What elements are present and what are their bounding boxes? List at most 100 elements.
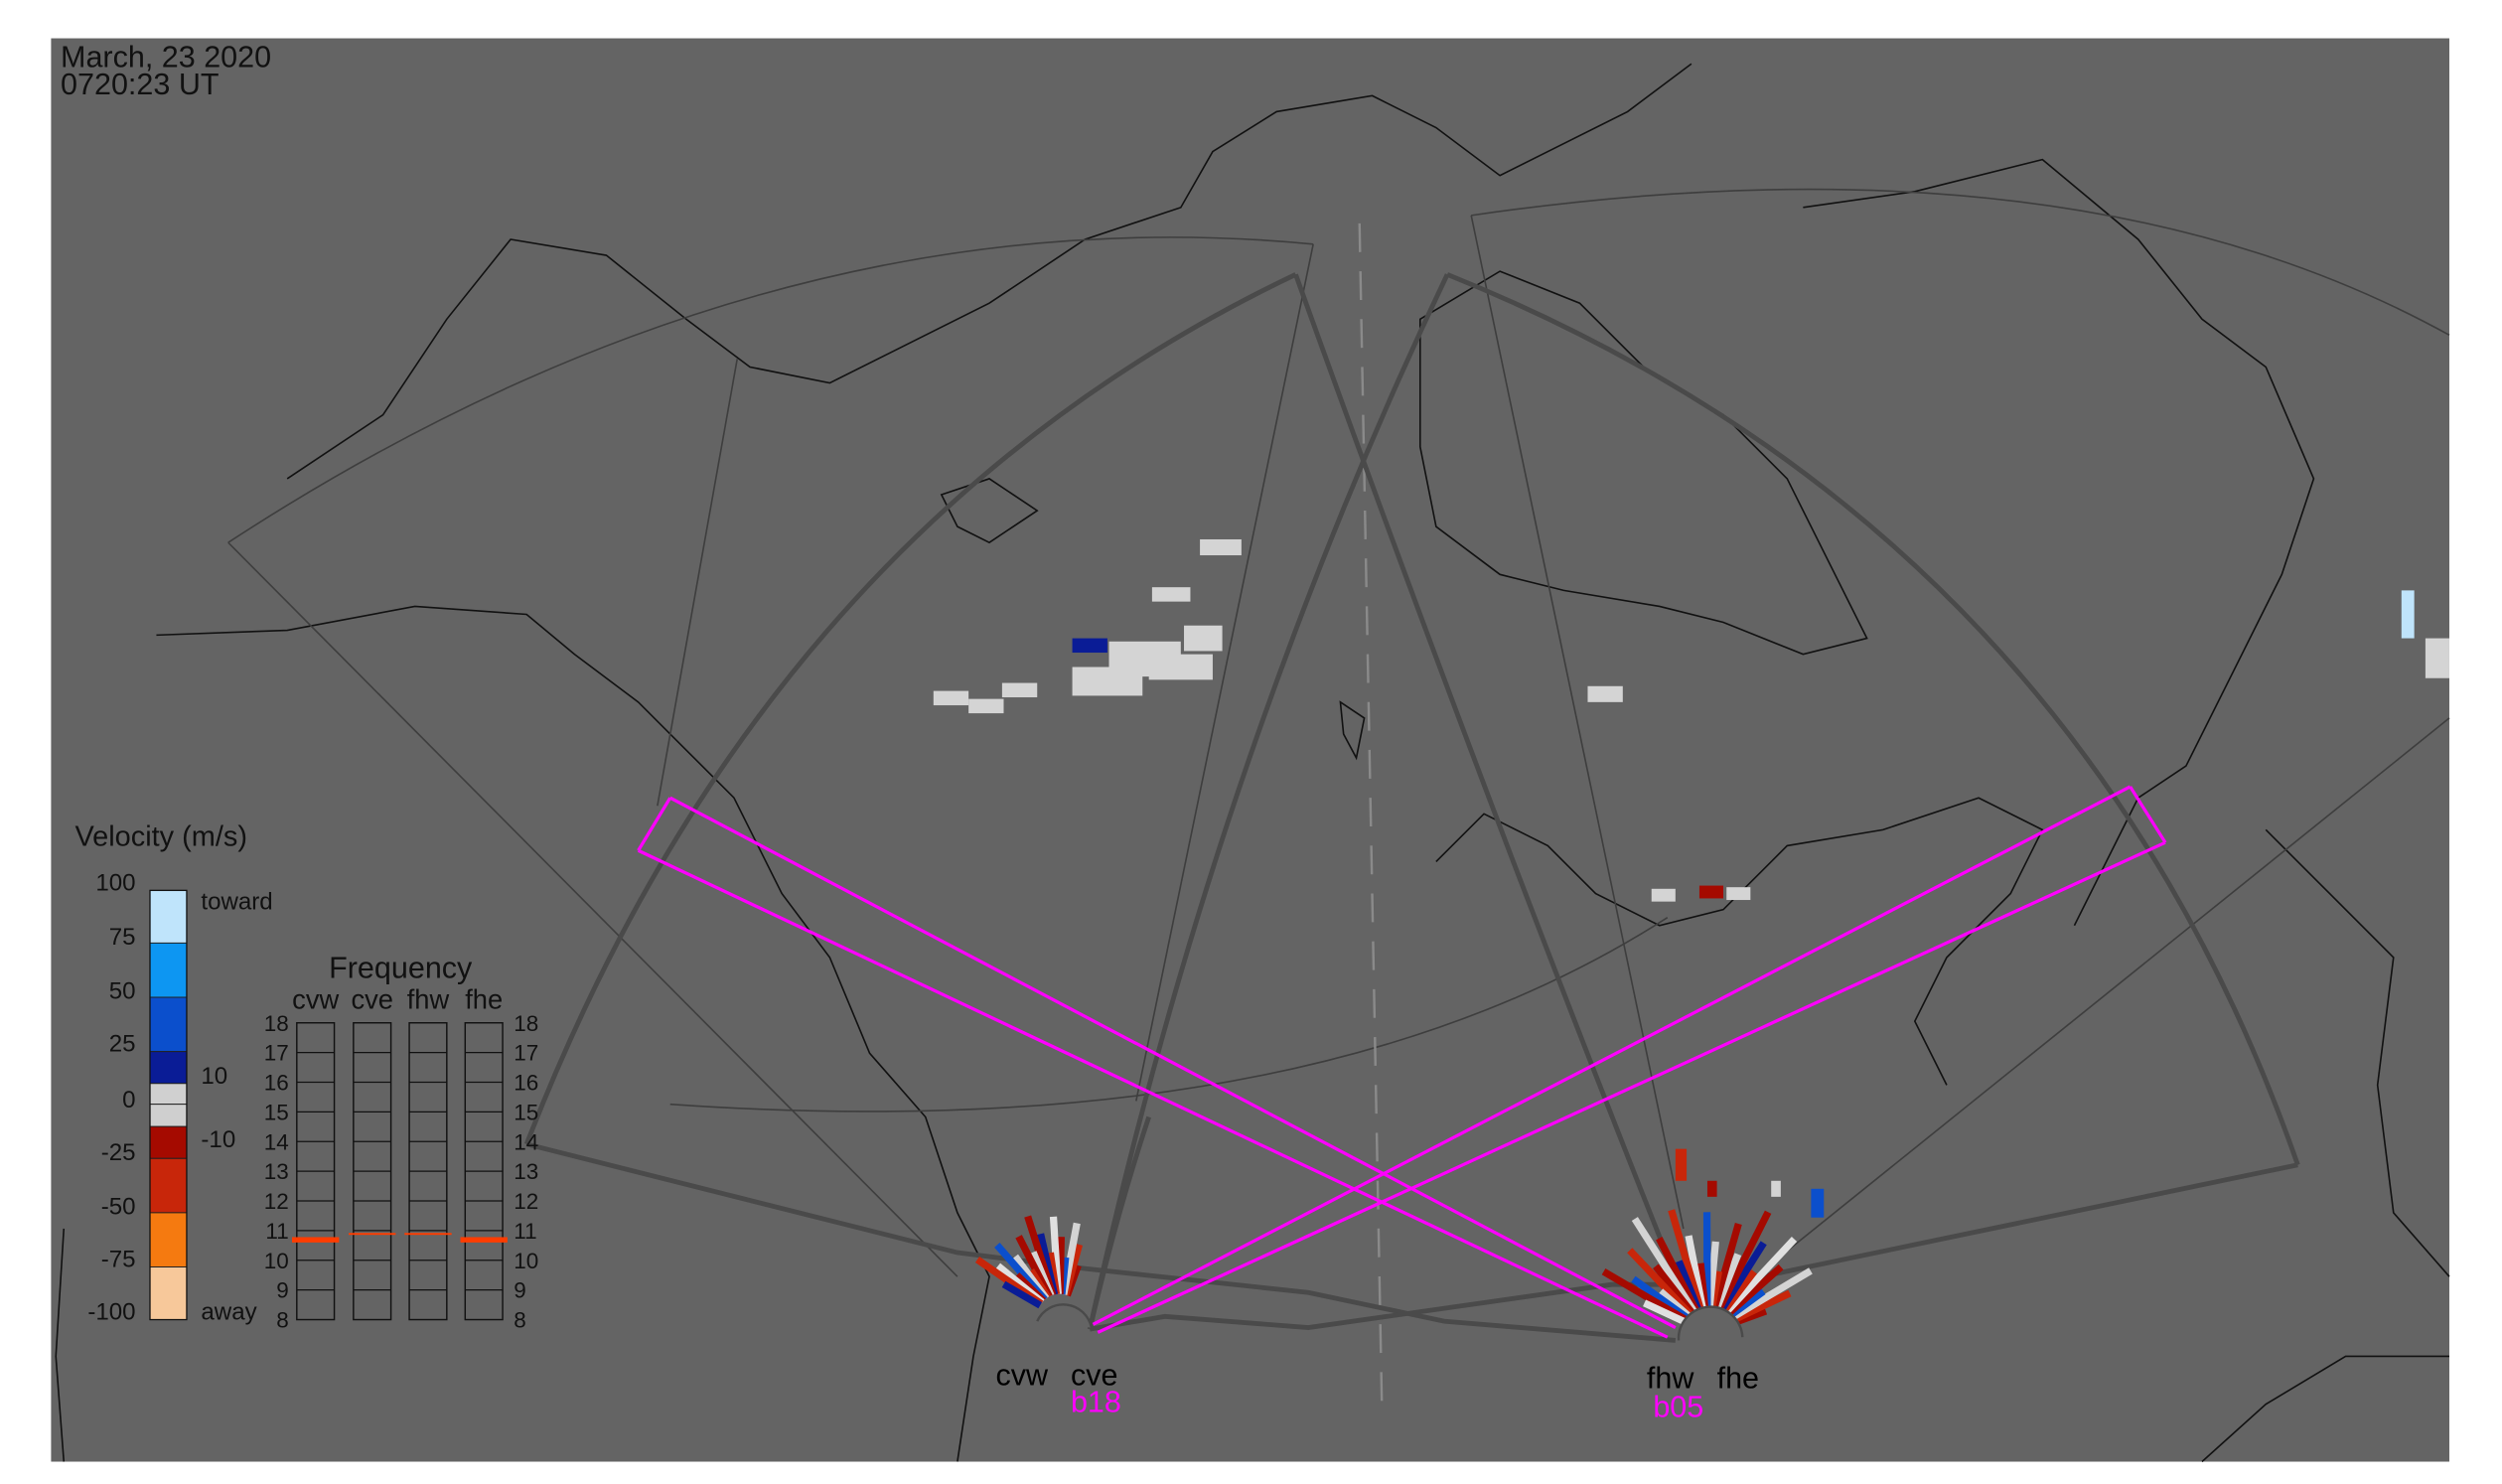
frequency-band-mark [460, 1237, 508, 1243]
radar-site-west [1036, 1303, 1094, 1328]
frequency-tick-right: 16 [514, 1071, 538, 1096]
scatter-cell [1675, 1148, 1688, 1181]
frequency-tick-left: 15 [264, 1100, 289, 1124]
frequency-tick-right: 18 [514, 1011, 538, 1036]
scatter-cell [1651, 888, 1676, 902]
scatter-cell [1072, 638, 1107, 654]
velocity-tick: 25 [109, 1031, 136, 1058]
frequency-tick-right: 11 [514, 1219, 536, 1244]
frequency-tick-right: 12 [514, 1189, 538, 1214]
frequency-column-label: cvw [292, 983, 339, 1014]
scatter-cell [1587, 685, 1623, 702]
scatter-cell [1151, 587, 1191, 602]
colorbar-segment [149, 1157, 188, 1214]
beam-b05 [1092, 785, 2167, 1334]
fov-outer-lines [227, 188, 2450, 1277]
frequency-tick-left: 9 [276, 1278, 289, 1303]
beam-label-b18: b18 [1071, 1386, 1121, 1419]
scatter-cell [968, 698, 1004, 714]
scatter-cell [1200, 538, 1242, 556]
velocity-tick: 75 [109, 924, 136, 951]
scatter-cell [1706, 1180, 1717, 1197]
frequency-tick-left: 13 [264, 1159, 289, 1184]
away-label: away [201, 1299, 256, 1326]
scatter-cell [1811, 1188, 1825, 1218]
frequency-tick-left: 12 [264, 1189, 289, 1214]
scatter-cell [1184, 625, 1223, 652]
scatter-cell [1148, 654, 1213, 680]
site-label-cvw: cvw [995, 1358, 1049, 1392]
frequency-tick-left: 14 [264, 1129, 289, 1154]
frequency-tick-right: 14 [514, 1129, 538, 1154]
radar-site-east [1677, 1305, 1744, 1341]
scatter-cell [2425, 638, 2449, 678]
frequency-tick-right: 15 [514, 1100, 538, 1124]
scatter-cells [933, 538, 2449, 1341]
frequency-title: Frequency [329, 952, 473, 985]
fan-range-gate [1601, 1268, 1691, 1325]
frequency-tick-left: 8 [276, 1308, 289, 1333]
fan-range-gate [1713, 1210, 1772, 1314]
velocity-tick: -25 [101, 1139, 136, 1166]
coastlines [55, 63, 2450, 1463]
fan-range-gate [1631, 1217, 1698, 1316]
velocity-tick: -100 [87, 1299, 135, 1326]
velocity-tick-labels: 100 75 50 25 0 -25 -50 -75 -100 [87, 869, 135, 1325]
velocity-legend-title: Velocity (m/s) [75, 820, 247, 852]
velocity-tick: 50 [109, 978, 136, 1005]
scatter-cell [1698, 885, 1724, 899]
scatter-cell [1771, 1180, 1781, 1197]
scatter-cell [2401, 590, 2415, 639]
scatter-cell [933, 690, 969, 706]
toward-label: toward [201, 889, 272, 916]
frequency-column-label: fhw [407, 983, 450, 1014]
frequency-column-label: cve [351, 983, 392, 1014]
dashed-meridian [1358, 223, 1384, 1405]
frequency-tick-right: 10 [514, 1249, 538, 1273]
fan-range-gate [1724, 1267, 1813, 1324]
frequency-band-mark [349, 1233, 396, 1236]
beam-label-b05: b05 [1653, 1391, 1703, 1424]
site-label-fhw: fhw [1647, 1362, 1694, 1396]
threshold-negative-label: -10 [201, 1126, 235, 1153]
fan-range-gate [1719, 1237, 1798, 1319]
colorbar-segment [149, 1125, 188, 1159]
frequency-tick-right: 9 [514, 1278, 526, 1303]
velocity-tick: 100 [95, 869, 135, 896]
frequency-band-mark [404, 1233, 452, 1236]
colorbar-segment [149, 1104, 188, 1127]
velocity-tick: 0 [122, 1087, 135, 1113]
frequency-tick-right: 17 [514, 1041, 538, 1066]
fan-range-gate [1001, 1280, 1043, 1309]
scatter-cell [1726, 887, 1751, 901]
threshold-positive-label: 10 [201, 1063, 227, 1090]
colorbar-segment [149, 942, 188, 998]
colorbar-segment [149, 1051, 188, 1085]
frequency-tick-left: 16 [264, 1071, 289, 1096]
site-label-cve: cve [1071, 1358, 1118, 1392]
colorbar-segment [149, 1266, 188, 1321]
frequency-tick-right: 8 [514, 1308, 526, 1333]
frequency-tick-left: 10 [264, 1249, 289, 1273]
fan-range-gate [1668, 1209, 1705, 1312]
velocity-tick: -75 [101, 1247, 136, 1273]
beam-b18 [637, 796, 1677, 1339]
colorbar-segment [149, 1212, 188, 1268]
scatter-cell [1001, 682, 1038, 698]
colorbar-segment [149, 1083, 188, 1106]
colorbar-segment [149, 889, 188, 944]
frequency-tick-left: 17 [264, 1041, 289, 1066]
site-label-fhe: fhe [1717, 1362, 1759, 1396]
frequency-tick-left: 18 [264, 1011, 289, 1036]
colorbar-frame [149, 889, 188, 1321]
frequency-column-label: fhe [465, 983, 503, 1014]
colorbar-segment [149, 996, 188, 1053]
date-label: March, 23 2020 [61, 40, 271, 74]
frequency-tick-left: 11 [265, 1219, 288, 1244]
velocity-tick: -50 [101, 1194, 136, 1221]
time-label: 0720:23 UT [61, 68, 219, 101]
velocity-colorbar [149, 889, 188, 1321]
frequency-band-mark [291, 1237, 340, 1243]
